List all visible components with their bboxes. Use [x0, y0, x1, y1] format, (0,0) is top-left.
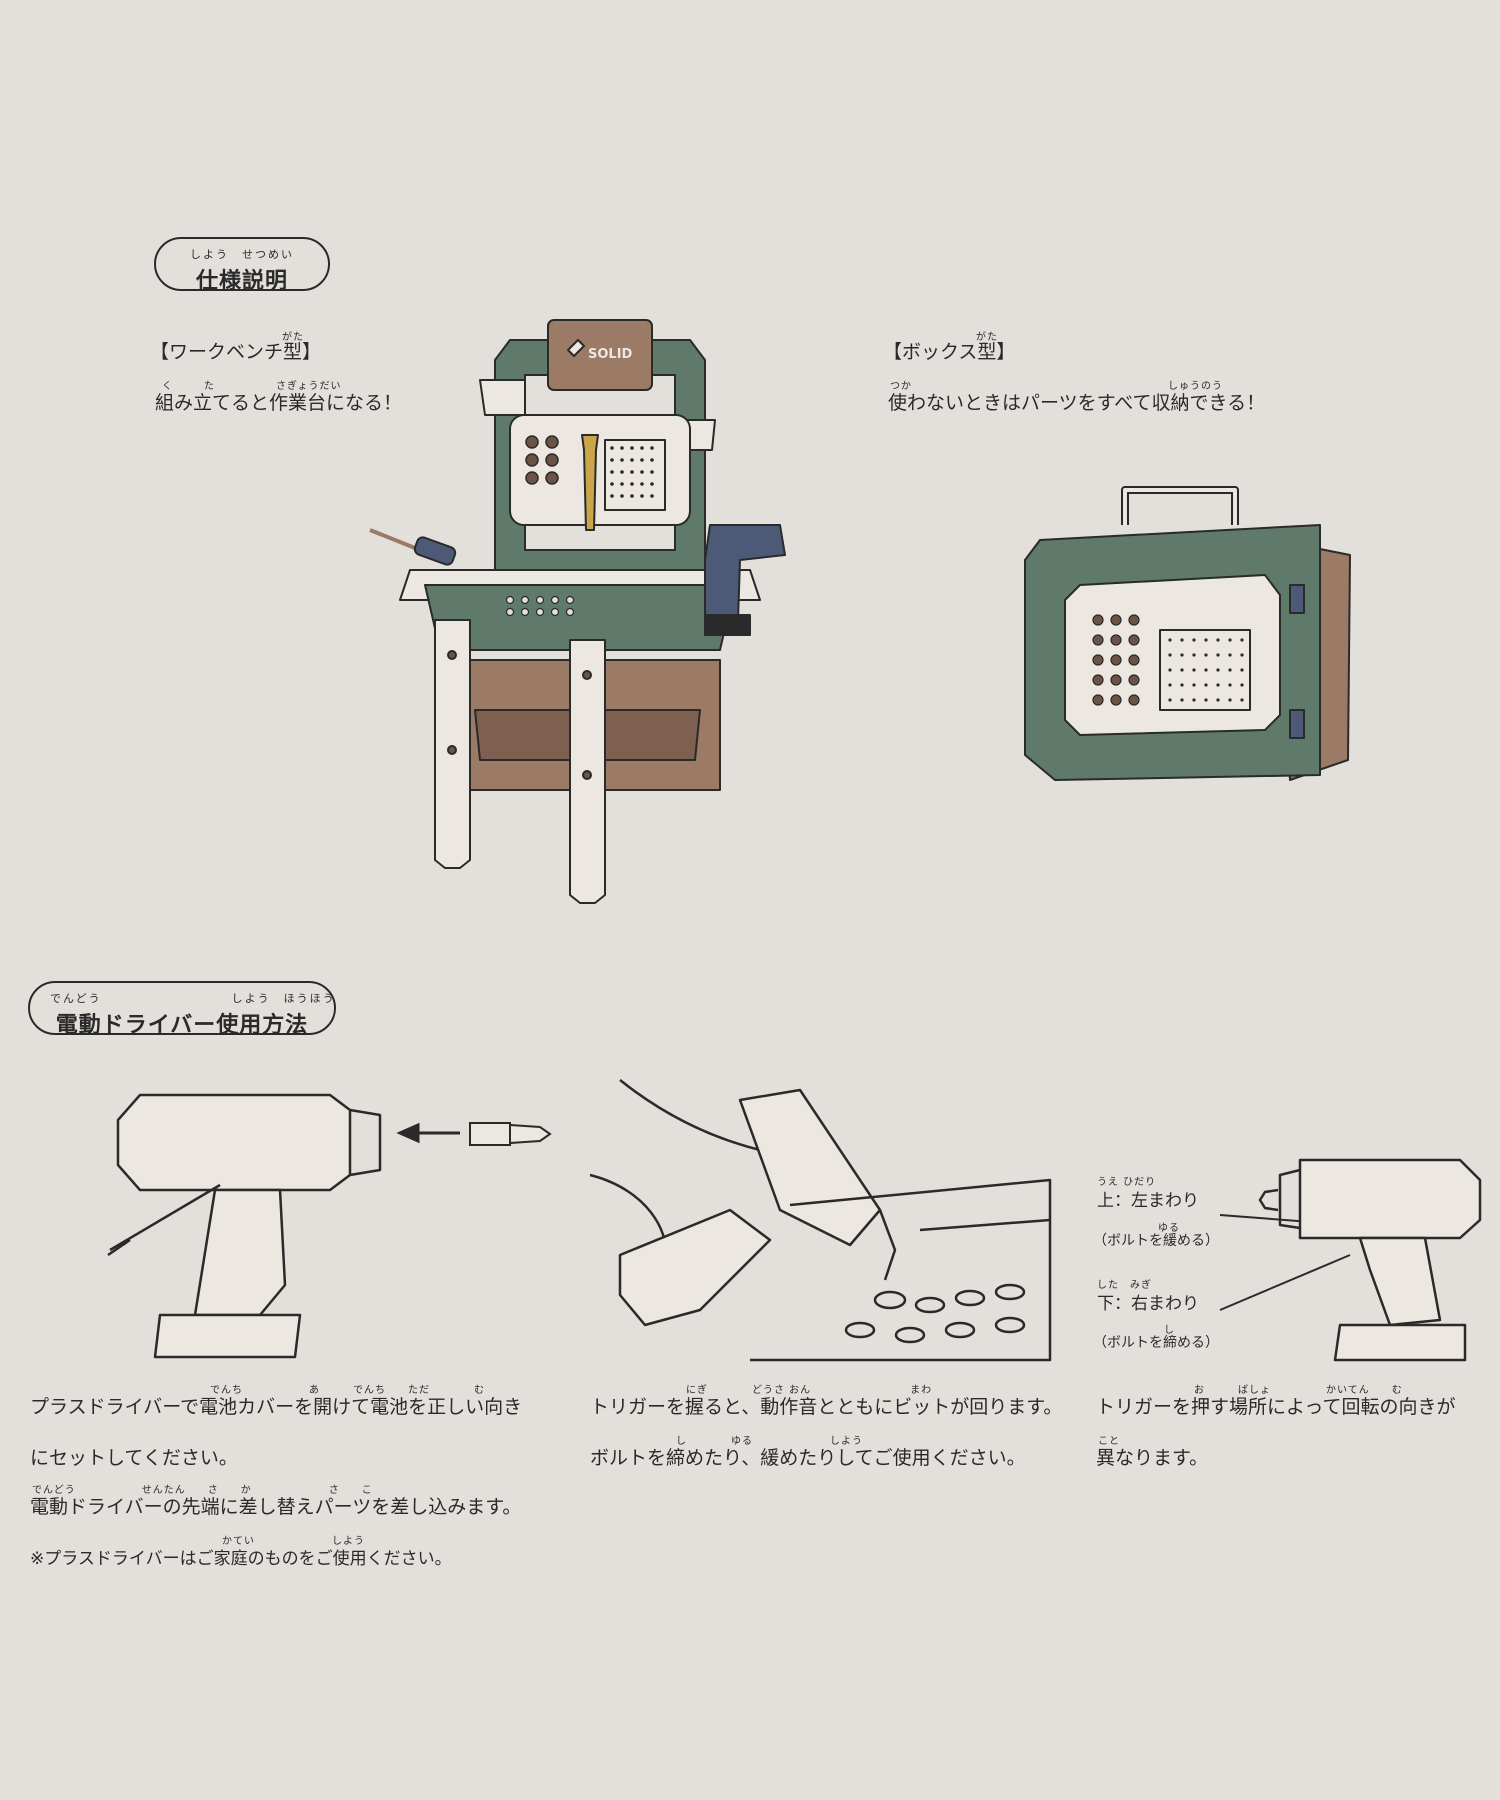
- down-label-ruby: した みぎ: [1097, 1280, 1152, 1291]
- box-heading-ruby: がた: [976, 332, 998, 343]
- col1-line3-ruby: でんどう せんたん さ か さ こ: [32, 1485, 373, 1496]
- col2-line1-ruby: にぎ どうさ おん まわ: [686, 1385, 933, 1396]
- screwdriver-icon: [107, 1183, 221, 1257]
- toolbox-illustration: [1024, 486, 1351, 781]
- solid-logo-icon: [567, 339, 585, 357]
- section-title-text: 仕様説明: [195, 269, 288, 294]
- down-note: （ボルトを締める）: [1093, 1335, 1219, 1351]
- screwdriver-icon: [369, 528, 457, 566]
- section-title-text: 電動ドライバー使用方法: [55, 1013, 309, 1038]
- section-title-ruby: でんどう しよう ほうほう: [50, 992, 336, 1005]
- section-title-spec: しよう せつめい 仕様説明: [154, 237, 330, 294]
- bit-icon: [469, 1122, 552, 1146]
- down-label: 下：右まわり: [1097, 1294, 1199, 1314]
- up-note: （ボルトを緩める）: [1093, 1233, 1219, 1249]
- workbench-illustration: SOLID: [369, 319, 786, 904]
- workbench-heading-ruby: がた: [282, 332, 304, 343]
- col2-line2-ruby: し ゆる しよう: [676, 1436, 863, 1447]
- col2-line1: トリガーを握ると、動作音とともにビットが回ります。: [590, 1396, 1063, 1418]
- arrow-left-icon: [396, 1122, 460, 1144]
- workbench-desc: 組み立てると作業台になる！: [155, 392, 403, 414]
- workbench-desc-ruby-3: さぎょうだい: [276, 381, 342, 392]
- drill-icon: [704, 524, 786, 636]
- box-desc-ruby-2: しゅうのう: [1168, 381, 1223, 392]
- section-title-drill: でんどう しよう ほうほう 電動ドライバー使用方法: [28, 981, 336, 1038]
- up-label-ruby: うえ ひだり: [1097, 1177, 1157, 1188]
- wrench-icon: [581, 434, 599, 531]
- col3-line2: 異なります。: [1096, 1447, 1209, 1469]
- col1-line2: にセットしてください。: [30, 1447, 238, 1469]
- col3-line2-ruby: こと: [1098, 1436, 1120, 1447]
- col3-line1: トリガーを押す場所によって回転の向きが: [1096, 1396, 1456, 1418]
- col1-line1-ruby: でんち あ でんち ただ む: [210, 1385, 485, 1396]
- col2-line2: ボルトを締めたり、緩めたりしてご使用ください。: [590, 1447, 1026, 1469]
- box-desc-ruby-1: つか: [890, 381, 912, 392]
- down-note-ruby: し: [1164, 1325, 1175, 1336]
- box-heading: 【ボックス型】: [883, 341, 1016, 363]
- box-desc: 使わないときはパーツをすべて収納できる！: [888, 392, 1266, 414]
- section-title-ruby: しよう せつめい: [190, 248, 294, 261]
- step2-illustration: [589, 1079, 1052, 1362]
- solid-logo-text: SOLID: [588, 347, 633, 362]
- col1-line1: プラスドライバーで電池カバーを開けて電池を正しい向き: [30, 1396, 523, 1418]
- workbench-heading: 【ワークベンチ型】: [150, 341, 322, 363]
- handle-icon: [1121, 486, 1239, 525]
- workbench-desc-ruby-2: た: [204, 381, 215, 392]
- up-note-ruby: ゆる: [1158, 1223, 1180, 1234]
- col1-line4: ※プラスドライバーはご家庭のものをご使用ください。: [30, 1549, 452, 1569]
- col1-line4-ruby: かてい しよう: [222, 1536, 365, 1547]
- step1-illustration: [107, 1093, 552, 1359]
- workbench-desc-ruby-1: く: [162, 381, 173, 392]
- col1-line3: 電動ドライバーの先端に差し替えパーツを差し込みます。: [30, 1496, 522, 1518]
- col3-line1-ruby: お ばしょ かいてん む: [1194, 1385, 1403, 1396]
- up-label: 上：左まわり: [1097, 1191, 1199, 1211]
- step3-illustration: [1219, 1158, 1482, 1362]
